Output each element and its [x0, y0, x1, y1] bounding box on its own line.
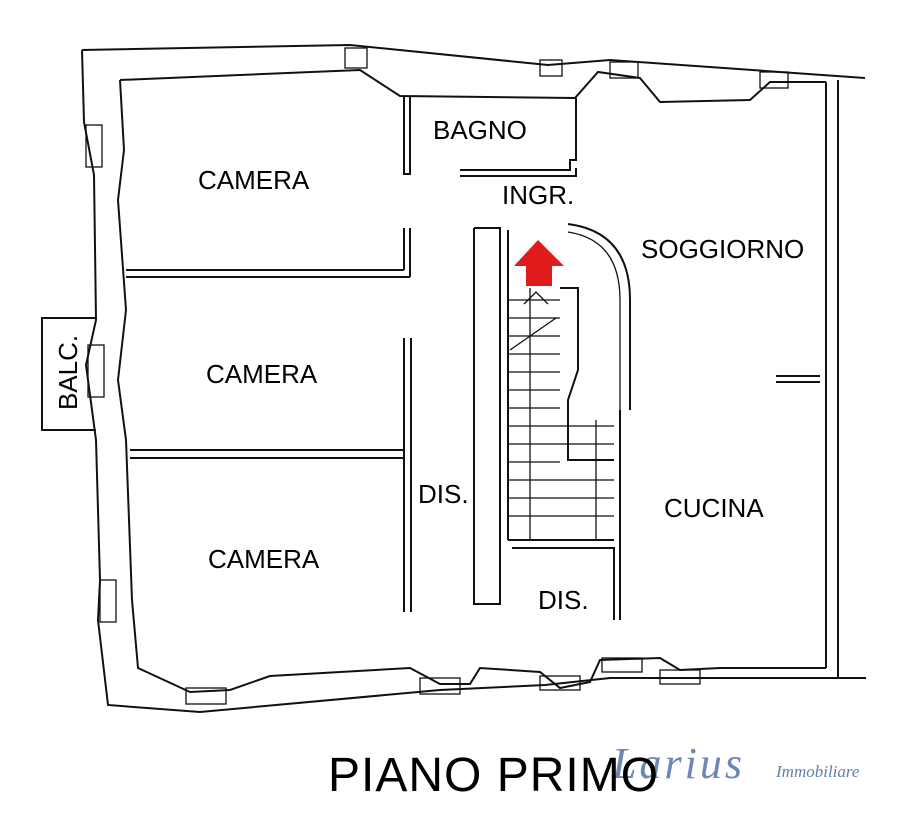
window-marks	[85, 47, 789, 705]
room-label-soggiorno: SOGGIORNO	[641, 234, 804, 264]
room-label-ingresso: INGR.	[502, 180, 574, 210]
agency-watermark: Larius	[612, 739, 745, 788]
staircase	[508, 288, 614, 540]
room-label-bagno: BAGNO	[433, 115, 527, 145]
outer-walls	[81, 43, 866, 714]
floor-title: PIANO PRIMO	[328, 749, 660, 802]
room-label-cucina: CUCINA	[664, 493, 764, 523]
room-label-balcone: BALC.	[53, 335, 83, 410]
room-label-camera-3: CAMERA	[208, 544, 320, 574]
agency-subtitle: Immobiliare	[776, 762, 860, 781]
room-label-camera-2: CAMERA	[206, 359, 318, 389]
balcony	[41, 317, 96, 431]
interior-walls	[126, 96, 631, 620]
room-label-disimpegno-2: DIS.	[538, 585, 589, 615]
room-label-disimpegno-1: DIS.	[418, 479, 469, 509]
room-label-camera-1: CAMERA	[198, 165, 310, 195]
arrow-up-icon	[514, 240, 564, 286]
